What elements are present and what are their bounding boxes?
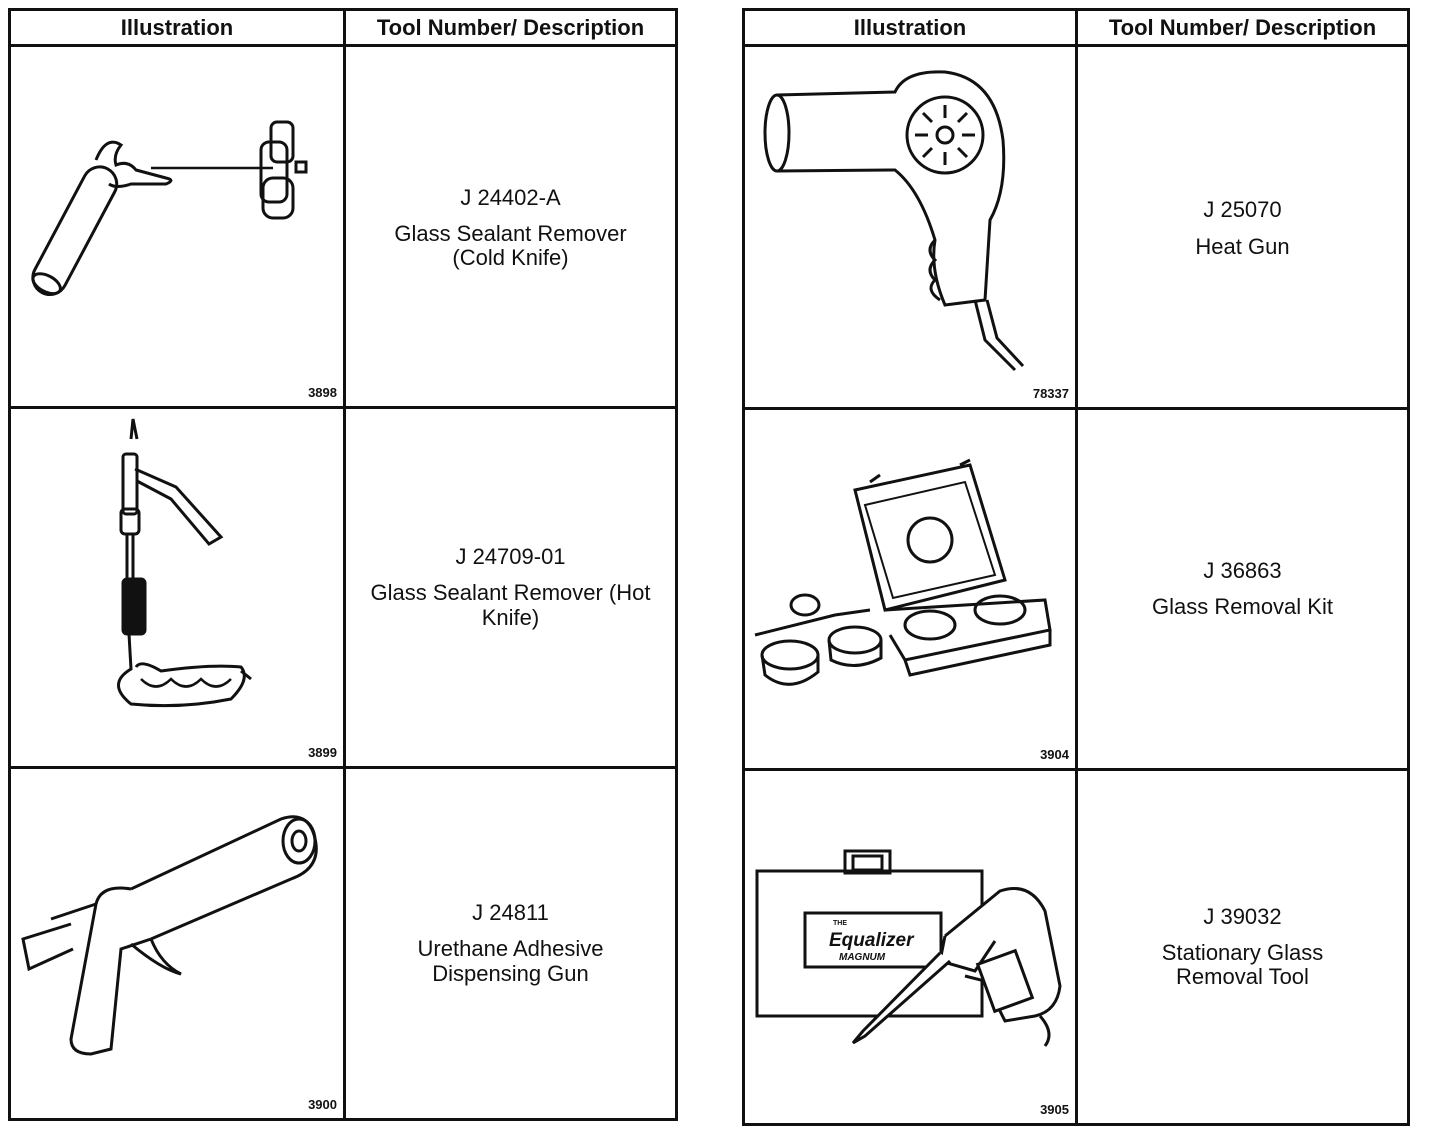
tool-number: J 36863 [1203,557,1282,583]
figure-number: 3899 [308,745,337,760]
hot-knife-icon [117,418,252,708]
column-divider [343,11,346,1118]
description-cell: J 24709-01 Glass Sealant Remover (Hot Kn… [346,409,675,766]
illustration-cell: 3900 [11,769,343,1118]
illustration-cell: 78337 [745,50,1075,407]
tool-number: J 24811 [472,900,549,926]
right-tool-table: Illustration Tool Number/ Description 78… [742,8,1410,1126]
tool-number: J 24402-A [460,184,561,210]
box-label-sub: MAGNUM [839,952,886,963]
tool-description: Glass Sealant Remover (Hot Knife) [370,580,651,630]
description-cell: J 24811 Urethane Adhesive Dispensing Gun [346,769,675,1118]
illustration-cell: 3904 [745,410,1075,768]
illustration-cell: THE Equalizer MAGNUM 3905 [745,771,1075,1123]
row-divider [11,766,675,769]
header-description: Tool Number/ Description [346,11,675,47]
tool-description: Glass Sealant Remover (Cold Knife) [394,220,627,271]
box-label-main: Equalizer [829,930,915,951]
figure-number: 3900 [308,1097,337,1112]
illustration-cell: 3899 [11,409,343,766]
figure-number: 3898 [308,385,337,400]
tool-number: J 39032 [1203,903,1282,929]
equalizer-tool-icon: THE Equalizer MAGNUM [755,849,1062,1047]
figure-number: 3905 [1040,1102,1069,1117]
tool-number: J 24709-01 [455,544,566,570]
box-label-small: THE [833,920,847,927]
row-divider [745,407,1407,410]
caulk-gun-icon [21,815,318,1056]
tool-description: Heat Gun [1195,233,1290,259]
tool-number: J 25070 [1203,197,1282,223]
heat-gun-icon [763,70,1025,372]
left-tool-table: Illustration Tool Number/ Description 38… [8,8,678,1121]
tool-description: Glass Removal Kit [1152,594,1333,619]
cold-knife-icon [31,120,308,296]
description-cell: J 25070 Heat Gun [1078,50,1407,407]
tool-description: Stationary Glass Removal Tool [1161,939,1324,990]
header-illustration: Illustration [745,11,1075,47]
tool-description: Urethane Adhesive Dispensing Gun [417,936,604,986]
description-cell: J 36863 Glass Removal Kit [1078,410,1407,768]
description-cell: J 24402-A Glass Sealant Remover (Cold Kn… [346,50,675,406]
column-divider [1075,11,1078,1123]
figure-number: 78337 [1032,386,1069,401]
description-cell: J 39032 Stationary Glass Removal Tool [1078,771,1407,1123]
header-description: Tool Number/ Description [1078,11,1407,47]
row-divider [745,768,1407,771]
illustration-cell: 3898 [11,50,343,406]
header-illustration: Illustration [11,11,343,47]
row-divider [11,406,675,409]
figure-number: 3904 [1040,747,1069,762]
removal-kit-icon [754,458,1052,686]
